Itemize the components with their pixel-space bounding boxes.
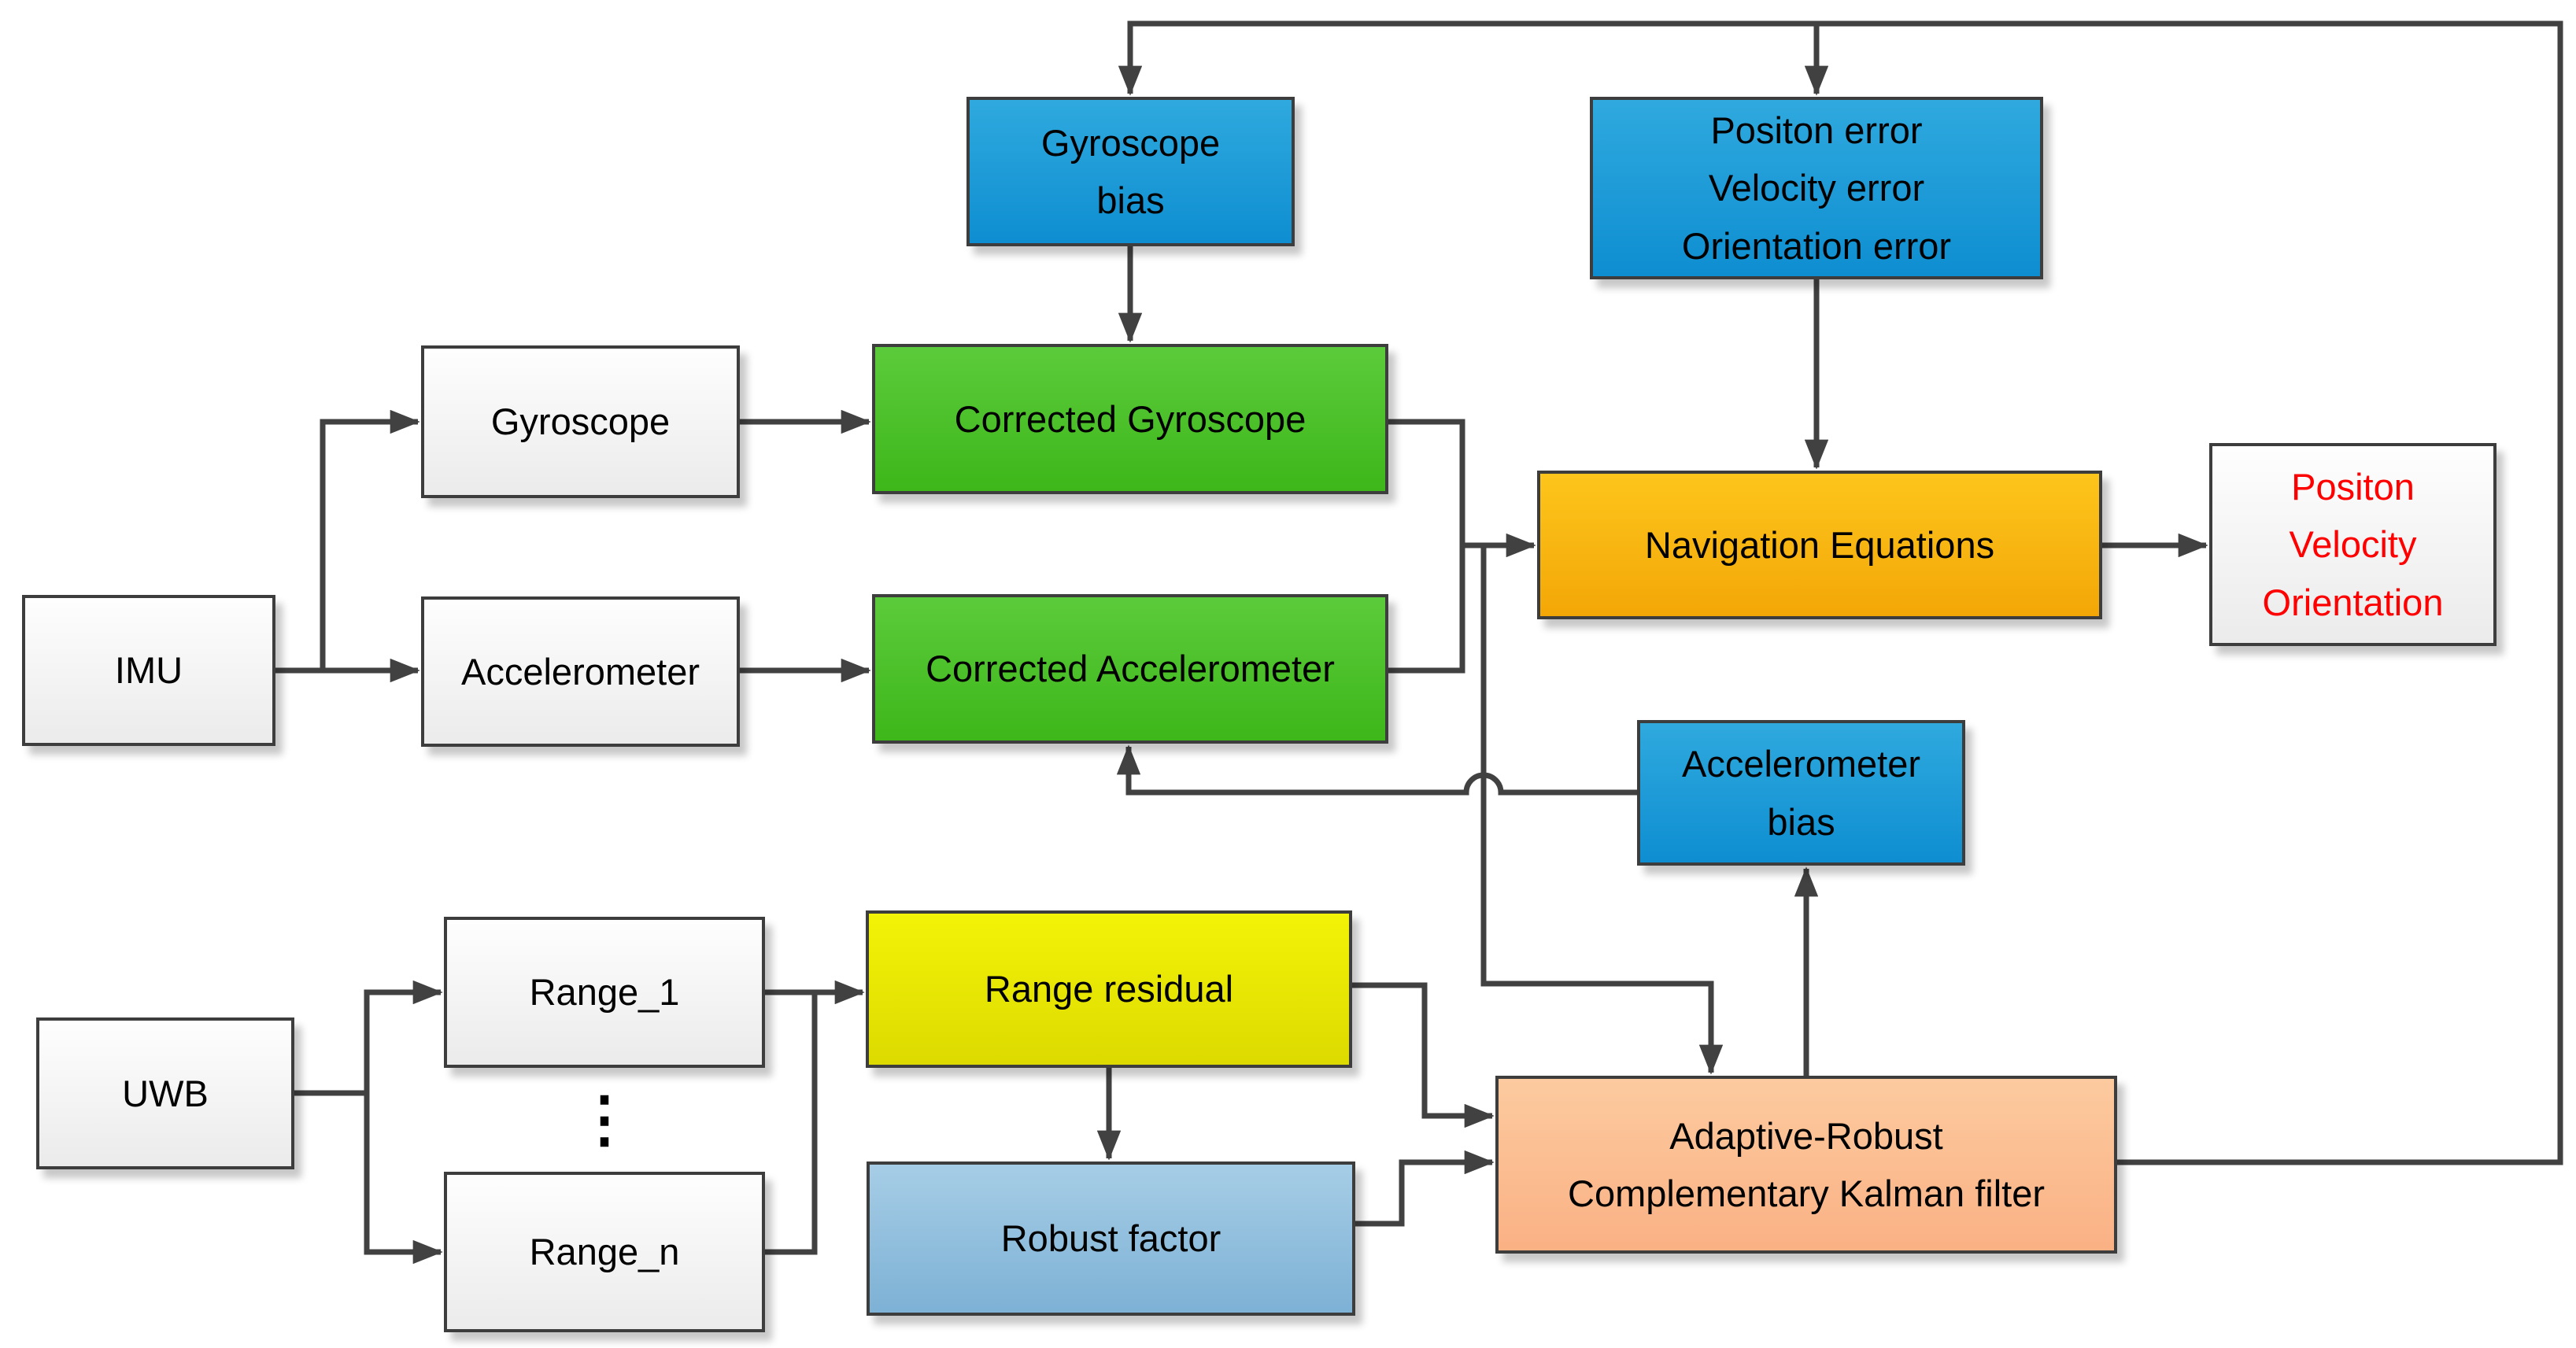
node-imu: IMU: [22, 595, 275, 746]
node-uwb: UWB: [36, 1017, 294, 1169]
node-robust-factor: Robust factor: [867, 1161, 1355, 1316]
edge-imu-to-gyroscope: [275, 409, 420, 674]
edge-uwb-to-range-1: [294, 980, 443, 1096]
edge-corrected-accelerometer-merge: [1388, 545, 1465, 674]
node-kalman-filter: Adaptive-Robust Complementary Kalman fil…: [1495, 1076, 2117, 1254]
edge-merge-to-kalman-top: [1480, 545, 1724, 1075]
edge-robust-factor-to-kalman: [1355, 1150, 1495, 1227]
edge-uwb-to-range-n: [364, 1093, 443, 1265]
edge-corrected-gyroscope-to-navigation-equations: [1388, 419, 1536, 558]
edge-kalman-feedback-loop: [1118, 20, 2563, 1165]
edge-accelerometer-bias-to-corrected-accelerometer: [1116, 744, 1637, 796]
node-gyroscope: Gyroscope: [421, 345, 740, 498]
node-nav-output: Positon Velocity Orientation: [2209, 443, 2497, 646]
node-range-1: Range_1: [444, 917, 765, 1068]
node-range-residual: Range residual: [866, 910, 1352, 1068]
node-corrected-accelerometer: Corrected Accelerometer: [872, 594, 1388, 744]
node-corrected-gyroscope: Corrected Gyroscope: [872, 344, 1388, 494]
node-accelerometer: Accelerometer: [421, 596, 740, 747]
node-error-state: Positon error Velocity error Orientation…: [1590, 97, 2043, 279]
node-navigation-equations: Navigation Equations: [1537, 471, 2102, 619]
node-accelerometer-bias: Accelerometer bias: [1637, 720, 1965, 866]
node-range-n: Range_n: [444, 1172, 765, 1332]
node-range-ellipsis: ⋮: [574, 1084, 635, 1154]
node-gyroscope-bias: Gyroscope bias: [966, 97, 1295, 246]
edge-range-n-merge: [765, 992, 818, 1255]
edge-range-residual-to-kalman: [1352, 982, 1495, 1128]
